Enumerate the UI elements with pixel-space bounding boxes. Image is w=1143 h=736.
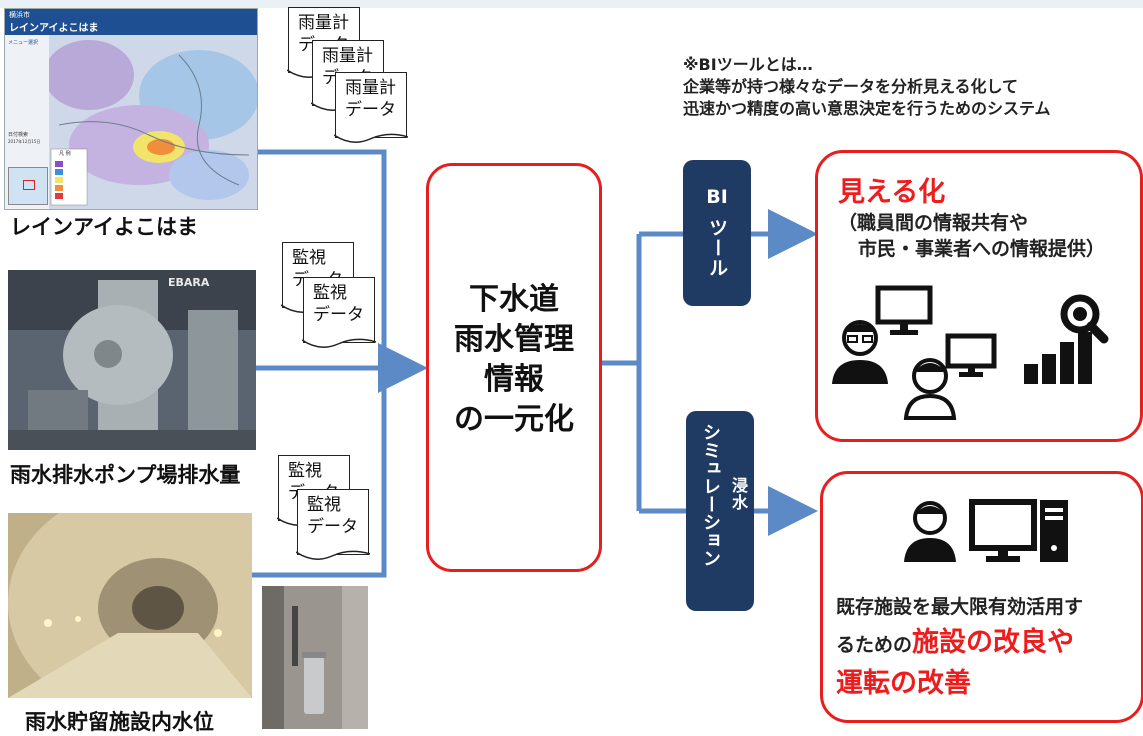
data-document-rain-3: 雨量計 データ (334, 72, 408, 143)
person-glasses-icon (832, 320, 888, 384)
doc-label-2: データ (307, 517, 358, 537)
doc-label-1: 監視 (292, 248, 326, 268)
bi-tool-label-1: BI (706, 186, 728, 208)
water-level-sensor-photo (262, 586, 368, 729)
doc-label-1: 監視 (288, 461, 322, 481)
screen-title: レインアイよこはま (9, 23, 99, 34)
doc-label-1: 雨量計 (345, 78, 396, 98)
doc-label-1: 雨量計 (298, 13, 349, 33)
top-band (0, 0, 1143, 8)
note-line-1: ※BIツールとは… (683, 55, 813, 74)
screen-sidebar: メニュー選択 日付検索 2017年12月15日 (5, 35, 49, 209)
doc-label-1: 雨量計 (322, 46, 373, 66)
desktop-tower-icon (1040, 500, 1068, 562)
improvement-icons (904, 499, 1068, 562)
improvement-line-1: 既存施設を最大限有効活用す (836, 596, 1084, 618)
bar-chart-icon (1024, 332, 1092, 384)
doc-label-2: データ (313, 305, 364, 325)
caption-rain-eye: レインアイよこはま (10, 215, 198, 239)
person-icon (903, 358, 957, 420)
integration-line-4: の一元化 (454, 402, 574, 437)
rain-map (49, 35, 257, 209)
screen-city: 横浜市 (9, 11, 30, 19)
monitor-icon (945, 333, 997, 377)
simulation-label-main: シミュレーション (700, 423, 721, 567)
pump-station-photo: EBARA (8, 270, 256, 450)
integration-line-1: 下水道 (469, 282, 559, 317)
monitor-icon (969, 499, 1037, 562)
visualization-sub-2: 市民・事業者への情報提供） (858, 238, 1106, 260)
screen-header (5, 9, 257, 35)
integration-line-3: 情報 (484, 362, 544, 397)
improvement-line-2: るための施設の改良や (836, 620, 1074, 659)
doc-label-2: データ (345, 100, 396, 120)
improvement-box (820, 471, 1143, 723)
note-line-2: 企業等が持つ様々なデータを分析見える化して (683, 77, 1019, 96)
improvement-line-3: 運転の改善 (836, 668, 971, 699)
rain-eye-screenshot: 横浜市 レインアイよこはま メニュー選択 日付検索 2017年12月15日 (4, 8, 258, 210)
screen-legend-title: 凡 例 (59, 151, 71, 157)
screen-minimap (8, 167, 48, 205)
visualization-icons (832, 285, 1109, 420)
improvement-line-2-red: 施設の改良や (912, 627, 1075, 658)
sensor-illustration (262, 586, 368, 729)
improvement-line-2-plain: るための (836, 634, 913, 656)
integration-box (426, 163, 602, 572)
monitor-icon (875, 285, 933, 335)
simulation-pill: シミュレーション 浸水 (686, 411, 754, 611)
storage-tunnel-photo (8, 513, 252, 698)
caption-pump-station: 雨水排水ポンプ場排水量 (10, 463, 241, 487)
integration-line-2: 雨水管理 (454, 322, 574, 357)
visualization-box (815, 150, 1143, 442)
bi-tool-label-2: ツール (706, 218, 728, 278)
flow-line-storage (252, 368, 387, 578)
screen-menu: メニュー選択 (8, 40, 39, 46)
flow-line-rain (256, 149, 387, 368)
note-line-3: 迅速かつ精度の高い意思決定を行うためのシステム (683, 99, 1051, 118)
person-icon (904, 501, 956, 562)
data-document-pump-2: 監視 データ (302, 277, 376, 348)
doc-label-1: 監視 (313, 283, 347, 303)
screen-date: 2017年12月15日 (8, 139, 41, 144)
visualization-title: 見える化 (838, 177, 946, 208)
bi-tool-note: ※BIツールとは… 企業等が持つ様々なデータを分析見える化して 迅速かつ精度の高… (683, 54, 1051, 120)
tunnel-illustration (8, 513, 252, 698)
screen-date-label: 日付検索 (8, 132, 29, 138)
pump-brand: EBARA (168, 276, 210, 289)
magnifier-icon (1060, 294, 1109, 344)
simulation-label-side: 浸水 (729, 477, 748, 511)
doc-label-1: 監視 (307, 495, 341, 515)
integration-title: 下水道 雨水管理 情報 の一元化 (426, 280, 602, 440)
caption-storage-facility: 雨水貯留施設内水位 (25, 710, 214, 734)
pump-illustration (8, 270, 256, 450)
bi-tool-pill: BI ツール (683, 160, 751, 306)
data-document-storage-2: 監視 データ (296, 489, 370, 560)
visualization-sub-1: （職員間の情報共有や (838, 212, 1029, 234)
